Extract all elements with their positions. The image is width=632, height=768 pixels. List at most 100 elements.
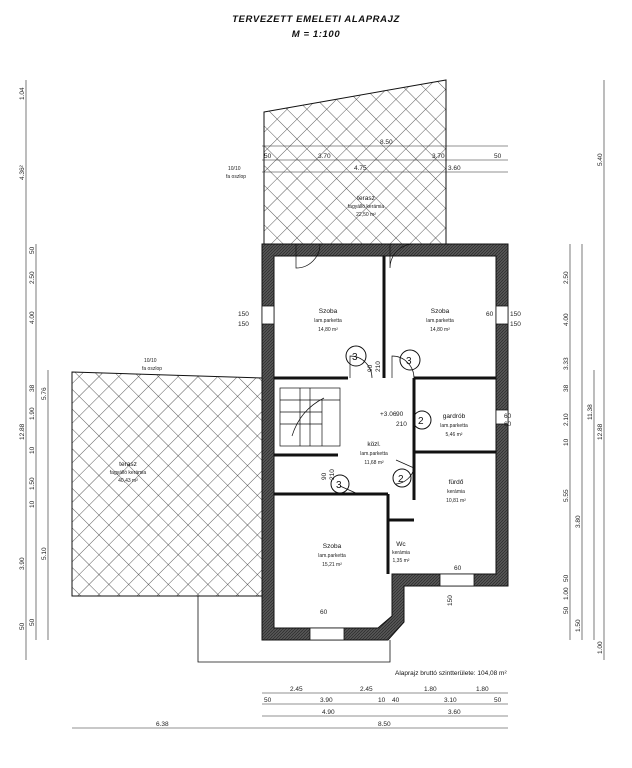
svg-text:lam.parketta: lam.parketta [314,318,342,324]
svg-text:150: 150 [510,321,521,328]
svg-text:2.50: 2.50 [29,271,36,284]
room-terasz-left: terasz fagyálló kerámia 40,43 m² [110,461,147,484]
svg-text:12.88: 12.88 [597,423,604,440]
svg-text:90: 90 [321,472,328,480]
plan-scale: M = 1:100 [291,29,341,40]
svg-text:50: 50 [494,697,502,704]
svg-text:3.70: 3.70 [318,153,331,160]
svg-text:gardrób: gardrób [443,413,466,420]
svg-text:3.90: 3.90 [19,557,26,570]
terrace-left [71,371,263,597]
room-szoba1: Szoba lam.parketta 14,80 m² [314,308,342,333]
room-furdo: fürdő kerámia 10,81 m² [446,479,466,504]
svg-text:1.50: 1.50 [29,477,36,490]
svg-text:60: 60 [504,413,512,420]
svg-text:lam.parketta: lam.parketta [426,318,454,324]
svg-text:4.00: 4.00 [29,311,36,324]
svg-text:40,43 m²: 40,43 m² [118,478,138,484]
svg-text:50: 50 [494,153,502,160]
dims-bottom: 2.45 2.45 1.80 1.80 50 3.90 10 40 3.10 5… [156,686,502,728]
dimension-lines [25,80,605,729]
room-kozl: közl. lam.parketta 11,68 m² [360,441,388,466]
svg-text:közl.: közl. [367,441,381,448]
svg-text:150: 150 [238,311,249,318]
svg-text:14,80 m²: 14,80 m² [318,327,338,333]
svg-text:60: 60 [504,421,512,428]
svg-text:4.75: 4.75 [354,165,367,172]
plan-title: TERVEZETT EMELETI ALAPRAJZ [232,14,400,25]
section-markers [330,345,432,494]
svg-text:Szoba: Szoba [323,543,342,550]
svg-text:5.40: 5.40 [597,153,604,166]
svg-text:5.76: 5.76 [41,387,48,400]
svg-text:Szoba: Szoba [319,308,338,315]
staircase [279,387,341,447]
svg-text:3.70: 3.70 [432,153,445,160]
svg-text:60: 60 [320,609,328,616]
marker-3: 2 [418,416,424,427]
svg-text:11.38: 11.38 [587,404,594,420]
svg-text:50: 50 [264,697,272,704]
svg-text:Wc: Wc [396,541,406,548]
svg-text:lam.parketta: lam.parketta [318,553,346,559]
svg-text:terasz: terasz [119,461,137,468]
svg-text:15,21 m²: 15,21 m² [322,562,342,568]
svg-text:3.33: 3.33 [563,357,570,370]
svg-text:1,35 m²: 1,35 m² [393,558,410,564]
svg-text:38: 38 [563,384,570,392]
svg-text:38: 38 [29,384,36,392]
marker-5: 3 [336,480,342,491]
terrace-left-edge [197,596,391,663]
svg-text:150: 150 [238,321,249,328]
svg-text:4.00: 4.00 [563,313,570,326]
svg-text:1.80: 1.80 [424,686,437,693]
svg-text:5.10: 5.10 [41,547,48,560]
svg-text:fa oszlop: fa oszlop [226,174,246,180]
svg-text:terasz: terasz [357,195,375,202]
room-szoba3: Szoba lam.parketta 15,21 m² [318,543,346,568]
svg-text:50: 50 [29,618,36,626]
room-terasz-top: terasz fagyálló kerámia 22,50 m² [348,195,385,218]
svg-text:40: 40 [392,697,400,704]
column-notes: 10/10 fa oszlop 10/10 fa oszlop [142,166,246,372]
svg-text:90: 90 [396,411,404,418]
svg-text:4.90: 4.90 [322,709,335,716]
dims-openings: 90 210 90 210 90 210 60 60 60 150 150 15… [238,311,521,616]
svg-text:3.80: 3.80 [575,515,582,528]
svg-text:2.50: 2.50 [563,271,570,284]
svg-text:210: 210 [375,361,382,372]
room-gardrob: gardrób lam.parketta 5,46 m² [440,413,468,438]
svg-text:10,81 m²: 10,81 m² [446,498,466,504]
room-szoba2: Szoba lam.parketta 14,80 m² [426,308,454,333]
svg-text:3.90: 3.90 [320,697,333,704]
svg-text:150: 150 [447,595,454,606]
svg-text:50: 50 [563,606,570,614]
marker-1: 3 [352,352,358,363]
svg-text:Szoba: Szoba [431,308,450,315]
svg-text:10/10: 10/10 [144,358,157,364]
svg-text:14,80 m²: 14,80 m² [430,327,450,333]
svg-text:150: 150 [510,311,521,318]
svg-text:fa oszlop: fa oszlop [142,366,162,372]
svg-text:2.10: 2.10 [563,413,570,426]
dims-top: 8.50 50 3.70 3.70 50 4.75 3.60 [264,139,502,172]
room-wc: Wc kerámia 1,35 m² [392,541,410,564]
terrace-top [263,79,447,245]
windows [261,305,509,641]
svg-text:1.00: 1.00 [597,641,604,654]
svg-text:10: 10 [29,500,36,508]
svg-text:1.00: 1.00 [563,587,570,600]
svg-text:50: 50 [264,153,272,160]
svg-text:1.80: 1.80 [476,686,489,693]
svg-text:60: 60 [454,565,462,572]
svg-text:210: 210 [329,469,336,480]
svg-text:11,68 m²: 11,68 m² [364,460,384,466]
svg-text:lam.parketta: lam.parketta [440,423,468,429]
doors [295,243,415,495]
svg-text:2.45: 2.45 [360,686,373,693]
svg-text:10: 10 [563,438,570,446]
dims-right: 2.50 4.00 3.33 38 2.10 10 5.55 3.80 50 1… [563,153,604,654]
title-block: TERVEZETT EMELETI ALAPRAJZ M = 1:100 [0,14,632,40]
svg-text:50: 50 [29,246,36,254]
svg-text:3.60: 3.60 [448,165,461,172]
